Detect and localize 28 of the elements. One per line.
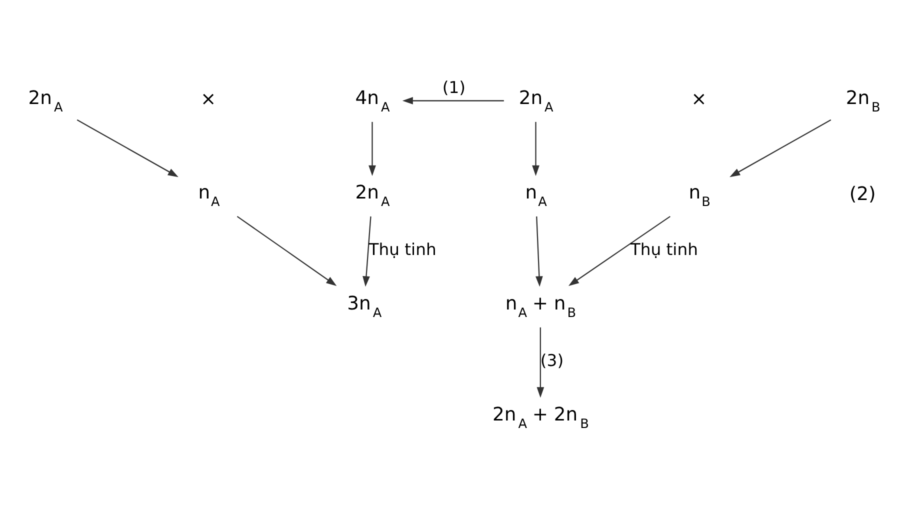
arrow (532, 122, 539, 176)
node-text: n$_{A}$ + n$_{B}$ (504, 294, 576, 322)
node-text: 2n$_{B}$ (845, 88, 880, 116)
node-text: n$_{A}$ (524, 182, 546, 210)
edge-label: Thụ tinh (368, 240, 436, 260)
arrow (76, 119, 178, 178)
node-text: 2n$_{A}$ + 2n$_{B}$ (492, 404, 588, 432)
arrow (535, 216, 542, 287)
arrow (402, 97, 504, 104)
node-text: 2n$_{A}$ (354, 182, 390, 210)
node-text: 2n$_{A}$ (28, 88, 62, 116)
edge-label: (3) (540, 351, 564, 370)
arrow (362, 216, 371, 287)
arrow (236, 216, 336, 286)
label: (2) (848, 184, 876, 205)
label: × (690, 89, 706, 110)
node-text: n$_{B}$ (688, 182, 710, 210)
arrow (536, 327, 544, 398)
arrow (729, 119, 831, 178)
node-text: 2n$_{A}$ (518, 88, 553, 116)
arrow (368, 122, 376, 176)
label: × (200, 89, 216, 110)
arrow (568, 216, 670, 286)
node-text: 4n$_{A}$ (354, 88, 390, 116)
node-text: 3n$_{A}$ (346, 294, 382, 322)
edge-label: (1) (442, 78, 465, 97)
edge-label: Thụ tinh (630, 240, 698, 260)
node-text: n$_{A}$ (198, 182, 220, 210)
